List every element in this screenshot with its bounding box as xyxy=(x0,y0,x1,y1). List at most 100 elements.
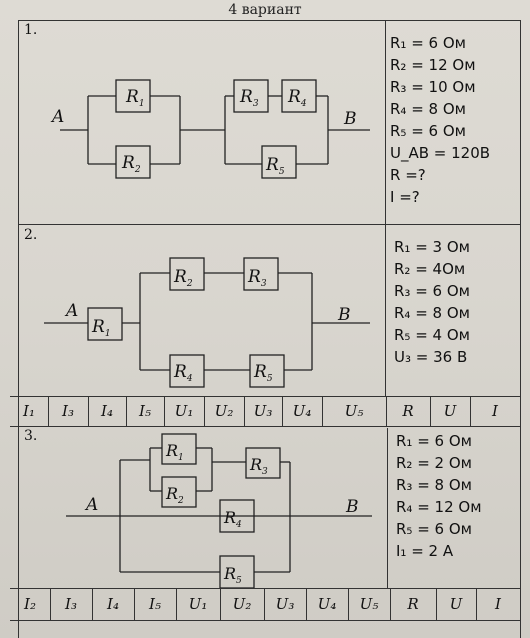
problem-1-given: R₁ = 6 Ом R₂ = 12 Ом R₃ = 10 Ом R₄ = 8 О… xyxy=(390,32,490,208)
given-line: R₁ = 6 Ом xyxy=(396,432,472,450)
circuit-1-r5-label: R5 xyxy=(265,155,285,177)
given-line: R₅ = 6 Ом xyxy=(396,520,472,538)
circuit-2-node-b: B xyxy=(337,305,351,325)
given-line: U_AB = 120В xyxy=(390,144,491,162)
divider-1-2 xyxy=(18,224,520,225)
cell-sep xyxy=(176,588,177,620)
given-line: I₁ = 2 А xyxy=(396,542,454,560)
cell-sep xyxy=(470,396,471,426)
circuit-3-r2-label: R2 xyxy=(165,484,184,506)
problem-3-given: R₁ = 6 Ом R₂ = 2 Ом R₃ = 8 Ом R₄ = 12 Ом… xyxy=(396,430,482,562)
table-3-bottom xyxy=(10,620,520,621)
cell-sep xyxy=(282,396,283,426)
given-line: R₃ = 8 Ом xyxy=(396,476,472,494)
page-title: 4 вариант xyxy=(228,2,302,18)
circuit-1-r4-label: R4 xyxy=(287,87,307,109)
answer-cell: U₁ xyxy=(188,595,208,613)
cell-sep xyxy=(322,396,323,426)
given-line: R₂ = 12 Ом xyxy=(390,56,476,74)
given-line: R₁ = 6 Ом xyxy=(390,34,466,52)
cell-sep xyxy=(244,396,245,426)
circuit-3-node-a: A xyxy=(84,495,98,515)
answer-cell: I xyxy=(495,595,501,613)
circuit-1-node-b: B xyxy=(343,109,357,129)
circuit-2-node-a: A xyxy=(64,301,78,321)
given-line: R₄ = 8 Ом xyxy=(394,304,470,322)
frame-right xyxy=(520,20,521,638)
cell-sep xyxy=(92,588,93,620)
answer-cell: U₂ xyxy=(214,402,234,420)
circuit-2-r3-label: R3 xyxy=(247,267,267,289)
answer-cell: I₂ xyxy=(24,595,36,613)
column-divider-upper xyxy=(385,20,386,396)
circuit-1-node-a: A xyxy=(50,107,64,127)
column-divider-lower xyxy=(387,428,388,588)
answer-cell: U₂ xyxy=(232,595,252,613)
circuit-3-r1-label: R1 xyxy=(165,441,184,463)
cell-sep xyxy=(386,396,387,426)
cell-sep xyxy=(134,588,135,620)
given-line: R =? xyxy=(390,166,426,184)
answer-cell: U₄ xyxy=(317,595,337,613)
cell-sep xyxy=(348,588,349,620)
cell-sep xyxy=(436,588,437,620)
answer-cell: I₁ xyxy=(23,402,35,420)
cell-sep xyxy=(306,588,307,620)
cell-sep xyxy=(48,396,49,426)
given-line: R₁ = 3 Ом xyxy=(394,238,470,256)
answer-cell: I₄ xyxy=(107,595,119,613)
problem-1-number: 1. xyxy=(24,22,38,38)
problem-3-number: 3. xyxy=(24,428,38,444)
given-line: U₃ = 36 В xyxy=(394,348,468,366)
answer-cell: R xyxy=(407,595,419,613)
circuit-3-node-b: B xyxy=(345,497,359,517)
given-line: R₂ = 4Ом xyxy=(394,260,466,278)
answer-cell: U₄ xyxy=(292,402,312,420)
cell-sep xyxy=(476,588,477,620)
frame-left xyxy=(18,20,19,638)
cell-sep xyxy=(88,396,89,426)
given-line: R₂ = 2 Ом xyxy=(396,454,472,472)
circuit-2-r2-label: R2 xyxy=(173,267,193,289)
given-line: R₃ = 10 Ом xyxy=(390,78,476,96)
table-2-bottom xyxy=(10,426,520,427)
cell-sep xyxy=(264,588,265,620)
problem-2-number: 2. xyxy=(24,227,38,243)
circuit-2-r4-label: R4 xyxy=(173,362,193,384)
circuit-2-r5-label: R5 xyxy=(253,362,273,384)
table-2-top xyxy=(10,396,520,397)
cell-sep xyxy=(430,396,431,426)
circuit-2-r1-label: R1 xyxy=(91,317,111,339)
answer-cell: U xyxy=(443,402,457,420)
problem-3-answer-row: I₂ I₃ I₄ I₅ U₁ U₂ U₃ U₄ U₅ R U I xyxy=(10,588,520,620)
answer-cell: U₅ xyxy=(344,402,364,420)
given-line: R₄ = 12 Ом xyxy=(396,498,482,516)
table-3-top xyxy=(10,588,520,589)
answer-cell: U₃ xyxy=(275,595,295,613)
answer-cell: I xyxy=(492,402,498,420)
answer-cell: I₃ xyxy=(65,595,77,613)
problem-2-answer-row: I₁ I₃ I₄ I₅ U₁ U₂ U₃ U₄ U₅ R U I xyxy=(10,396,520,426)
cell-sep xyxy=(204,396,205,426)
frame-top xyxy=(18,20,520,21)
cell-sep xyxy=(390,588,391,620)
circuit-2-diagram: R1 R2 R3 R4 R5 A B xyxy=(44,257,370,388)
given-line: R₅ = 6 Ом xyxy=(390,122,466,140)
circuit-1-diagram: R1 R2 R3 R4 R5 A B xyxy=(50,79,370,179)
circuit-1-r3-label: R3 xyxy=(239,87,259,109)
cell-sep xyxy=(126,396,127,426)
circuit-3-r3-label: R3 xyxy=(249,455,268,477)
answer-cell: U xyxy=(449,595,463,613)
answer-cell: U₁ xyxy=(174,402,194,420)
circuit-3-r4-label: R4 xyxy=(223,508,242,530)
cell-sep xyxy=(220,588,221,620)
answer-cell: U₃ xyxy=(253,402,273,420)
answer-cell: I₄ xyxy=(101,402,113,420)
answer-cell: R xyxy=(402,402,414,420)
given-line: R₃ = 6 Ом xyxy=(394,282,470,300)
answer-cell: I₅ xyxy=(149,595,161,613)
answer-cell: I₃ xyxy=(62,402,74,420)
cell-sep xyxy=(164,396,165,426)
circuit-1-r1-label: R1 xyxy=(125,87,145,109)
answer-cell: U₅ xyxy=(359,595,379,613)
